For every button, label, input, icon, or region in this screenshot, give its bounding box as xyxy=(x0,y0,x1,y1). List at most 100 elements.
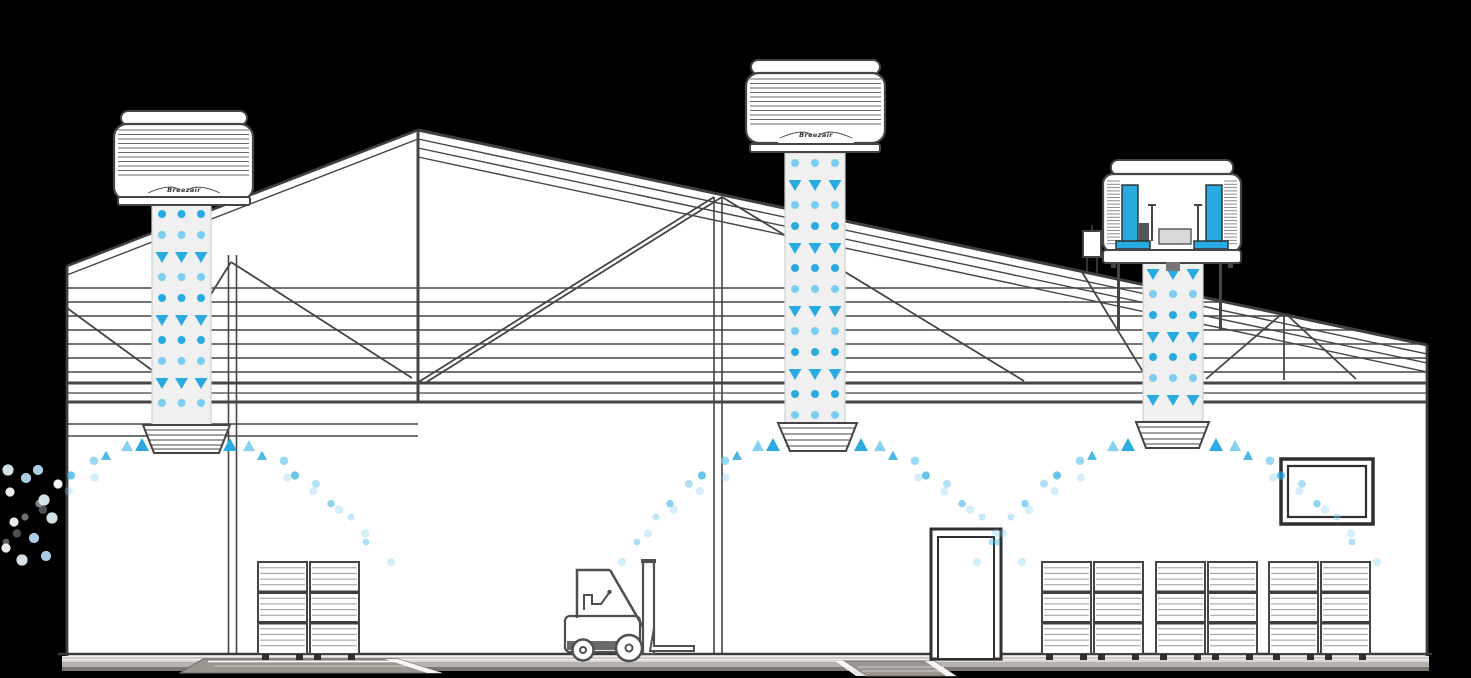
down-arrow-triangle xyxy=(808,369,822,380)
floor-ramp-left xyxy=(178,658,443,674)
down-arrow-triangle xyxy=(1186,395,1200,406)
forklift xyxy=(563,559,695,663)
airflow-dot xyxy=(831,201,839,209)
spray-dot-faded xyxy=(335,505,344,514)
base-tab xyxy=(1228,262,1233,268)
airflow-dot xyxy=(177,336,186,344)
cooler-louvers xyxy=(118,129,249,176)
airflow-dot xyxy=(1149,290,1157,298)
airflow-dot xyxy=(197,273,205,281)
rack-divider xyxy=(1322,590,1369,594)
airflow-dot xyxy=(158,273,166,281)
cooler-top-cap xyxy=(1110,159,1234,176)
airflow-dot xyxy=(811,327,819,335)
pallet-rack xyxy=(1155,561,1206,660)
rooftop-evaporative-cooler-middle: Breezair xyxy=(744,59,887,153)
airflow-dot xyxy=(177,357,186,365)
rack-frame xyxy=(1155,561,1206,655)
water-trough-right xyxy=(1193,240,1229,250)
spray-dot xyxy=(1075,456,1085,466)
rack-foot xyxy=(1046,654,1053,660)
down-arrow-triangle xyxy=(194,378,208,389)
brand-swoosh xyxy=(779,131,813,139)
rack-frame xyxy=(1041,561,1092,655)
airflow-dot xyxy=(811,222,819,230)
rack-divider xyxy=(1270,621,1317,625)
rack-foot xyxy=(1098,654,1105,660)
spray-dot xyxy=(697,471,707,480)
water-pump xyxy=(1139,223,1149,242)
down-arrow-triangle xyxy=(1166,332,1180,343)
outside-spray-dot xyxy=(38,494,50,506)
rack-foot xyxy=(262,654,269,660)
forklift-seat xyxy=(583,594,602,610)
down-arrow-triangle xyxy=(1146,332,1160,343)
airflow-dot xyxy=(831,411,839,419)
rack-foot xyxy=(296,654,303,660)
spray-dot xyxy=(958,499,966,508)
spray-dot xyxy=(1313,499,1321,508)
spray-triangle xyxy=(1087,450,1097,460)
spray-dot xyxy=(652,513,660,521)
airflow-dot xyxy=(197,294,205,302)
rack-divider xyxy=(1043,590,1090,594)
spray-dot xyxy=(1040,479,1048,488)
airflow-dot xyxy=(811,201,819,209)
brand-swoosh xyxy=(819,131,853,139)
cooler-base-plate xyxy=(117,196,251,206)
down-arrow-triangle xyxy=(828,243,842,254)
pallet-racks xyxy=(257,561,1371,660)
airflow-dot xyxy=(177,399,186,407)
rack-foot xyxy=(1194,654,1201,660)
down-arrow-triangle xyxy=(788,180,802,191)
spray-dot xyxy=(633,538,641,546)
airflow-dot xyxy=(791,327,799,335)
spray-dot-faded xyxy=(1269,473,1278,482)
spray-dot xyxy=(1276,471,1286,480)
spray-dot-faded xyxy=(617,557,627,567)
spray-triangle xyxy=(1229,440,1241,452)
down-arrow-triangle xyxy=(808,180,822,191)
spray-triangle xyxy=(135,438,149,451)
spray-dot-faded xyxy=(1024,505,1034,514)
airflow-dot xyxy=(1189,374,1197,382)
cooling-pad-right xyxy=(1205,184,1223,243)
spray-dot-faded xyxy=(940,486,949,496)
spray-dot-faded xyxy=(914,473,923,482)
down-arrow-triangle xyxy=(788,243,802,254)
airflow-dot xyxy=(811,348,819,356)
outside-spray-dot xyxy=(20,472,32,484)
brand-label: Breezair xyxy=(799,131,833,139)
pallet-rack xyxy=(257,561,308,660)
pallet-rack xyxy=(1268,561,1319,660)
rack-foot xyxy=(1132,654,1139,660)
airflow-dot xyxy=(1149,311,1157,319)
spray-dot xyxy=(290,471,300,480)
floor-ramp-right xyxy=(835,660,958,677)
spray-triangle xyxy=(121,440,133,452)
airflow-dot xyxy=(791,348,799,356)
airflow-dot xyxy=(791,285,799,293)
spray-dot-faded xyxy=(1017,557,1027,567)
rack-foot xyxy=(1273,654,1280,660)
outside-air-spray xyxy=(1,464,63,566)
spray-dot xyxy=(362,538,370,546)
airflow-dot xyxy=(197,399,205,407)
cooler-louvers xyxy=(750,78,881,125)
pallet-rack xyxy=(309,561,360,660)
airflow-dot xyxy=(831,222,839,230)
spray-dot xyxy=(943,479,951,488)
spray-dot xyxy=(1348,538,1356,546)
down-arrow-triangle xyxy=(1186,332,1200,343)
airflow-dot xyxy=(158,357,166,365)
airflow-dot xyxy=(177,231,186,239)
rack-divider xyxy=(1157,621,1204,625)
duct-airflow-arrows xyxy=(155,159,1200,419)
pallet-rack xyxy=(1093,561,1144,660)
spray-triangle xyxy=(223,438,237,451)
building-outline xyxy=(65,128,1429,658)
rooftop-evaporative-cooler-left: Breezair xyxy=(112,110,255,206)
pallet-rack xyxy=(1320,561,1371,660)
